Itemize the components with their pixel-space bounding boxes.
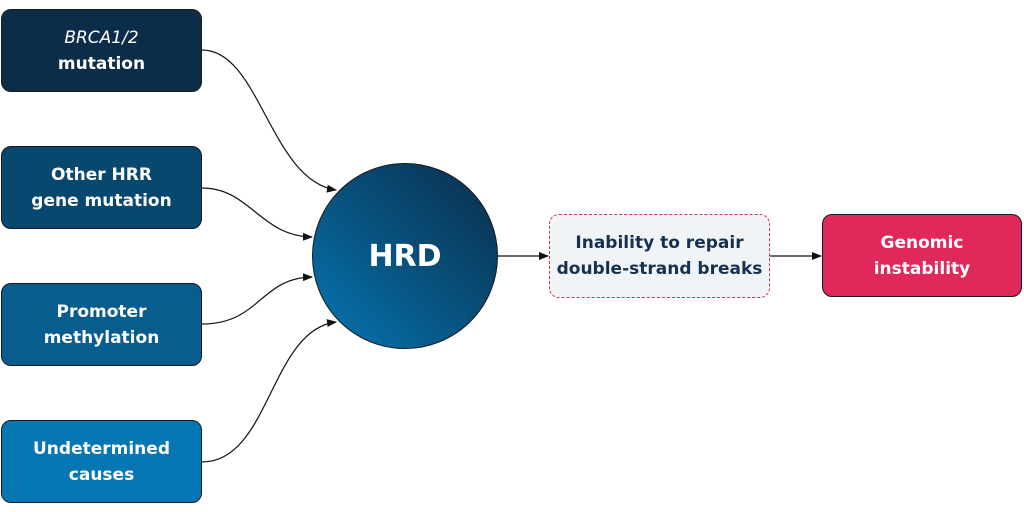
cause-brca-gene: BRCA1/2 — [64, 27, 139, 48]
cause-brca-box: BRCA1/2 mutation — [1, 9, 202, 92]
arrow-brca-to-hrd — [201, 49, 337, 193]
repair-line2: double-strand breaks — [556, 259, 763, 279]
cause-undetermined-line1: Undetermined — [33, 438, 170, 459]
arrow-methylation-to-hrd — [201, 273, 313, 325]
repair-line1: Inability to repair — [575, 233, 744, 253]
arrow-undetermined-to-hrd — [201, 319, 337, 463]
cause-hrr-line1: Other HRR — [51, 164, 152, 185]
hrd-node: HRD — [312, 163, 498, 349]
cause-methylation-line1: Promoter — [56, 301, 147, 322]
hrd-label: HRD — [368, 238, 442, 274]
genomic-instability-box: Genomic instability — [822, 214, 1022, 297]
cause-methylation-box: Promoter methylation — [1, 283, 202, 366]
repair-inability-box: Inability to repair double-strand breaks — [549, 214, 770, 298]
cause-undetermined-box: Undetermined causes — [1, 420, 202, 503]
genomic-line1: Genomic — [880, 232, 964, 253]
arrow-hrr-to-hrd — [201, 187, 313, 241]
cause-brca-label: mutation — [57, 53, 146, 74]
cause-undetermined-line2: causes — [68, 464, 135, 485]
cause-methylation-line2: methylation — [43, 327, 160, 348]
genomic-line2: instability — [873, 258, 971, 279]
cause-hrr-box: Other HRR gene mutation — [1, 146, 202, 229]
cause-hrr-line2: gene mutation — [31, 190, 172, 211]
